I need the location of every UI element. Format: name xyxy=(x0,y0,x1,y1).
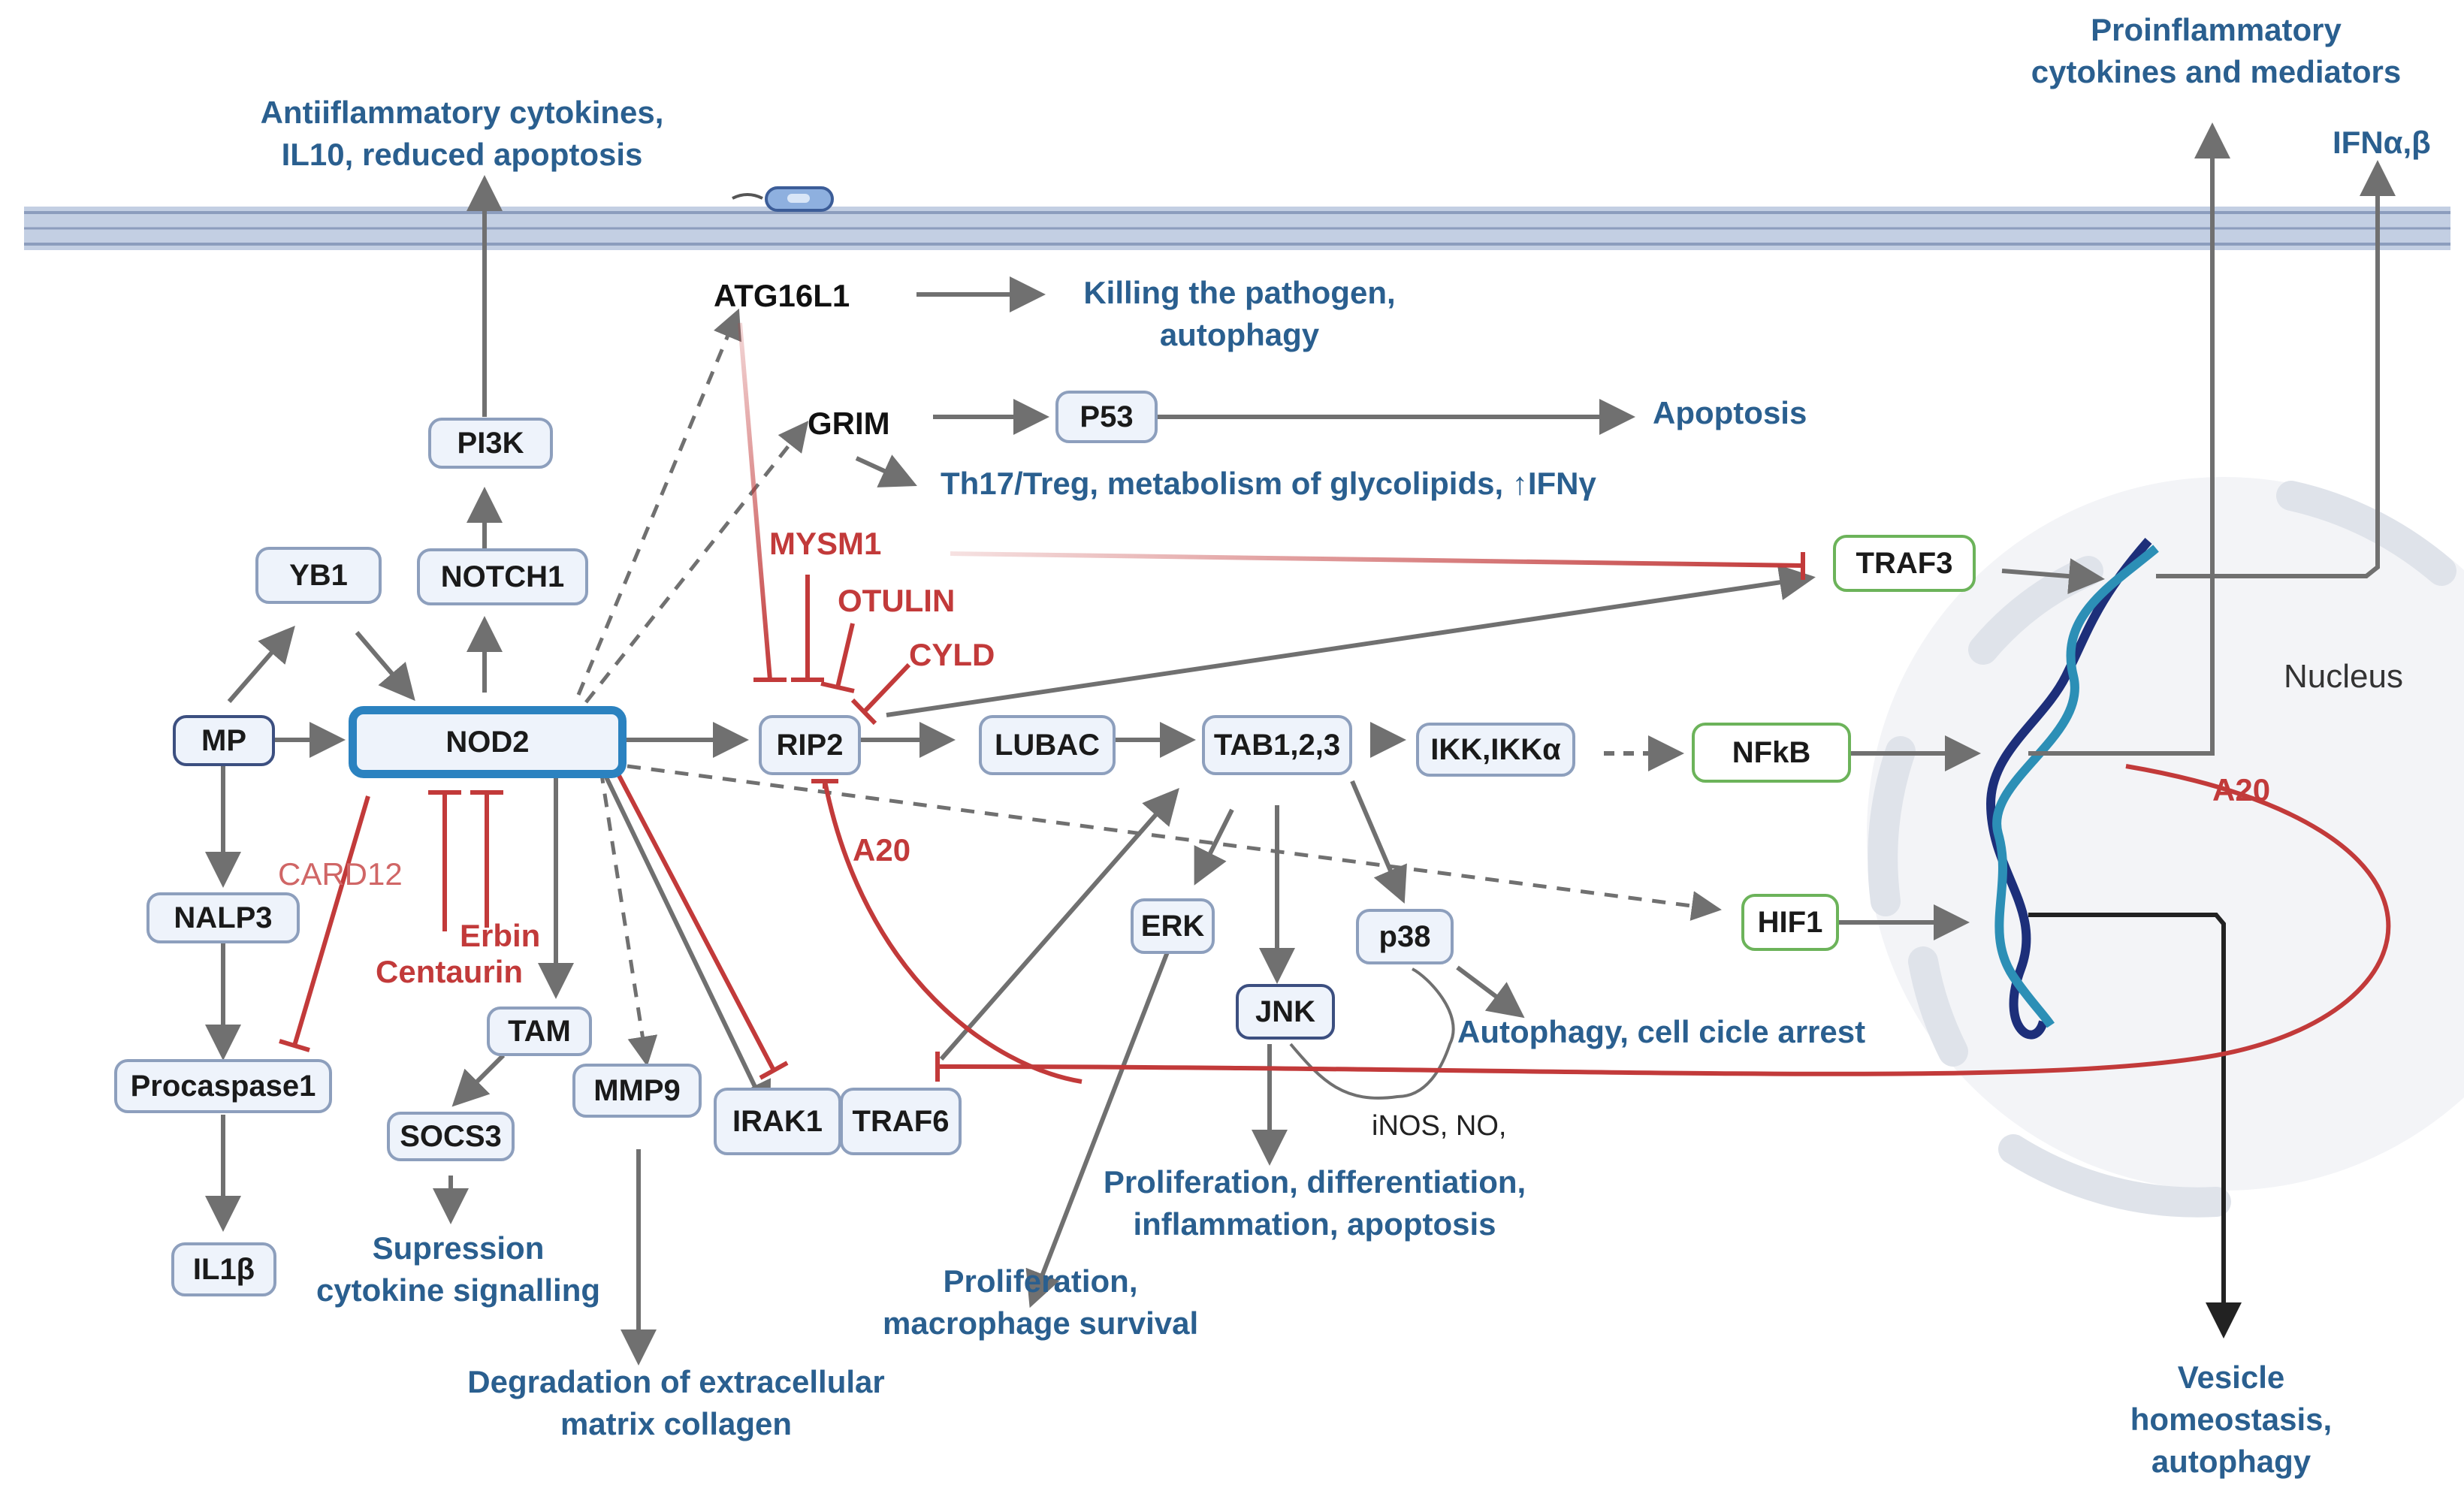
outcome-apoptosis: Apoptosis xyxy=(1653,395,1807,430)
cell-membrane xyxy=(24,207,2450,250)
outcome-degradation-line2: matrix collagen xyxy=(560,1406,793,1441)
activation-arrows xyxy=(205,175,2105,1366)
outcome-vesicle-line1: Vesicle xyxy=(2177,1360,2285,1395)
outcome-degradation: Degradation of extracellular matrix coll… xyxy=(436,1361,916,1445)
node-p53: P53 xyxy=(1055,391,1158,443)
node-nalp3: NALP3 xyxy=(146,892,300,943)
outcome-vesicle-line2: homeostasis, xyxy=(2130,1402,2333,1437)
node-socs3: SOCS3 xyxy=(387,1112,515,1161)
node-rip2: RIP2 xyxy=(759,715,861,775)
a20-rip2-inhibition xyxy=(823,780,1083,1084)
outcome-killing-line1: Killing the pathogen, xyxy=(1083,275,1396,310)
outcome-degradation-line1: Degradation of extracellular xyxy=(467,1364,885,1399)
outcome-proliferation-macrophage-line2: macrophage survival xyxy=(883,1305,1199,1341)
nucleus-outcome-arrows xyxy=(2028,122,2396,756)
node-pi3k: PI3K xyxy=(428,418,553,469)
vesicle-arrow xyxy=(2028,913,2242,1339)
node-yb1: YB1 xyxy=(255,547,382,604)
outcome-th17: Th17/Treg, metabolism of glycolipids, ↑I… xyxy=(941,466,1596,501)
outcome-proliferation-differentiation: Proliferation, differentiation, inflamma… xyxy=(1059,1161,1570,1245)
label-a20-rip2: A20 xyxy=(853,832,911,868)
outcome-suppression-line2: cytokine signalling xyxy=(316,1272,601,1308)
dna-helix-icon xyxy=(1985,538,2159,1040)
outcome-antiinflammatory-line2: IL10, reduced apoptosis xyxy=(281,137,643,172)
inhibition-lines xyxy=(279,552,1805,1082)
bacterium-icon xyxy=(732,186,834,212)
label-otulin: OTULIN xyxy=(838,583,956,618)
dashed-arrows xyxy=(576,308,1722,1067)
outcome-proinflammatory-line1: Proinflammatory xyxy=(2091,12,2342,47)
node-nod2: NOD2 xyxy=(349,706,627,778)
label-erbin: Erbin xyxy=(460,918,541,953)
outcome-proliferation-differentiation-line2: inflammation, apoptosis xyxy=(1133,1206,1496,1242)
label-atg16l1: ATG16L1 xyxy=(714,278,850,313)
a20-nucleus-inhibition xyxy=(938,764,2391,1076)
label-nucleus: Nucleus xyxy=(2284,658,2403,695)
mysm1-inhibition xyxy=(950,551,1804,568)
label-grim: GRIM xyxy=(808,406,890,441)
outcome-killing: Killing the pathogen, autophagy xyxy=(1044,272,1435,356)
label-centaurin: Centaurin xyxy=(376,954,524,989)
label-a20-nucleus: A20 xyxy=(2212,772,2271,807)
outcome-vesicle-line3: autophagy xyxy=(2151,1444,2312,1479)
node-tab123: TAB1,2,3 xyxy=(1202,715,1352,775)
node-nfkb: NFkB xyxy=(1692,723,1851,783)
node-ikk: IKK,IKKα xyxy=(1416,723,1575,777)
outcome-proinflammatory-line2: cytokines and mediators xyxy=(2031,54,2402,89)
outcome-ifn: IFNα,β xyxy=(2333,125,2431,160)
node-tam: TAM xyxy=(487,1007,592,1056)
node-procaspase1: Procaspase1 xyxy=(114,1059,332,1113)
outcome-proliferation-differentiation-line1: Proliferation, differentiation, xyxy=(1103,1164,1526,1200)
node-irak1: IRAK1 xyxy=(714,1088,841,1155)
outcome-suppression-line1: Supression xyxy=(372,1230,545,1266)
outcome-killing-line2: autophagy xyxy=(1159,317,1320,352)
node-mmp9: MMP9 xyxy=(572,1064,702,1118)
node-mp: MP xyxy=(173,715,275,766)
outcome-vesicle: Vesicle homeostasis, autophagy xyxy=(2103,1357,2359,1483)
outcome-proinflammatory: Proinflammatory cytokines and mediators xyxy=(1991,9,2441,93)
node-il1b: IL1β xyxy=(171,1242,276,1296)
outcome-suppression: Supression cytokine signalling xyxy=(285,1227,631,1311)
label-inos-no: iNOS, NO, xyxy=(1372,1110,1507,1142)
atg16l1-inhibition xyxy=(738,322,787,682)
outcome-autophagy-arrest: Autophagy, cell cicle arrest xyxy=(1457,1014,1866,1049)
node-traf3: TRAF3 xyxy=(1833,535,1976,592)
label-mysm1: MYSM1 xyxy=(769,526,882,561)
node-erk: ERK xyxy=(1131,898,1215,954)
outcome-antiinflammatory-line1: Antiiflammatory cytokines, xyxy=(260,95,664,130)
label-cyld: CYLD xyxy=(909,637,995,672)
node-traf6: TRAF6 xyxy=(840,1088,962,1155)
node-notch1: NOTCH1 xyxy=(417,548,588,605)
outcome-proliferation-macrophage: Proliferation, macrophage survival xyxy=(883,1260,1198,1345)
inos-connector xyxy=(1289,967,1455,1100)
node-jnk: JNK xyxy=(1236,984,1335,1040)
outcome-antiinflammatory: Antiiflammatory cytokines, IL10, reduced… xyxy=(225,92,699,176)
node-lubac: LUBAC xyxy=(979,715,1116,775)
node-p38: p38 xyxy=(1356,909,1454,964)
label-card12: CARD12 xyxy=(278,856,403,892)
outcome-proliferation-macrophage-line1: Proliferation, xyxy=(943,1263,1138,1299)
node-hif1: HIF1 xyxy=(1741,894,1839,951)
